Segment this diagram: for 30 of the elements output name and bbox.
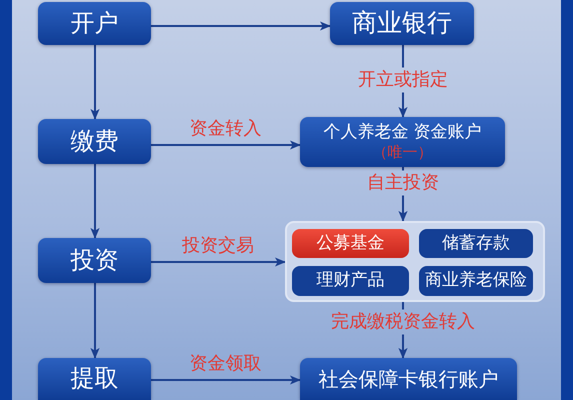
process-box: 投资: [38, 238, 151, 283]
product-panel: [285, 221, 545, 302]
process-box: 社会保障卡银行账户: [300, 358, 517, 400]
arrow: [151, 375, 301, 385]
edge-label: 完成缴税资金转入: [331, 312, 475, 332]
process-box: 提取: [38, 358, 151, 400]
account-note: （唯一）: [372, 144, 432, 162]
product-box: 公募基金: [292, 229, 409, 258]
edge-label: 资金转入: [190, 120, 262, 139]
arrow: [90, 164, 100, 239]
process-box: 开户: [38, 2, 151, 45]
arrow: [151, 140, 301, 150]
edge-label: 投资交易: [182, 237, 254, 256]
product-box: 理财产品: [292, 266, 409, 296]
arrow: [90, 283, 100, 359]
edge-label: 资金领取: [190, 355, 262, 374]
edge-label: 开立或指定: [358, 70, 448, 90]
edge-label: 自主投资: [367, 174, 439, 192]
arrow: [398, 44, 408, 118]
arrow: [151, 257, 286, 267]
arrow: [398, 166, 408, 222]
arrow: [151, 21, 331, 31]
product-box: 商业养老保险: [419, 266, 533, 296]
account-title: 个人养老金 资金账户: [323, 122, 482, 142]
arrow: [90, 45, 100, 120]
product-box: 储蓄存款: [419, 229, 533, 258]
arrow: [398, 301, 408, 359]
account-box: [300, 117, 505, 167]
process-box: 缴费: [38, 119, 151, 164]
process-box: 商业银行: [330, 2, 474, 45]
